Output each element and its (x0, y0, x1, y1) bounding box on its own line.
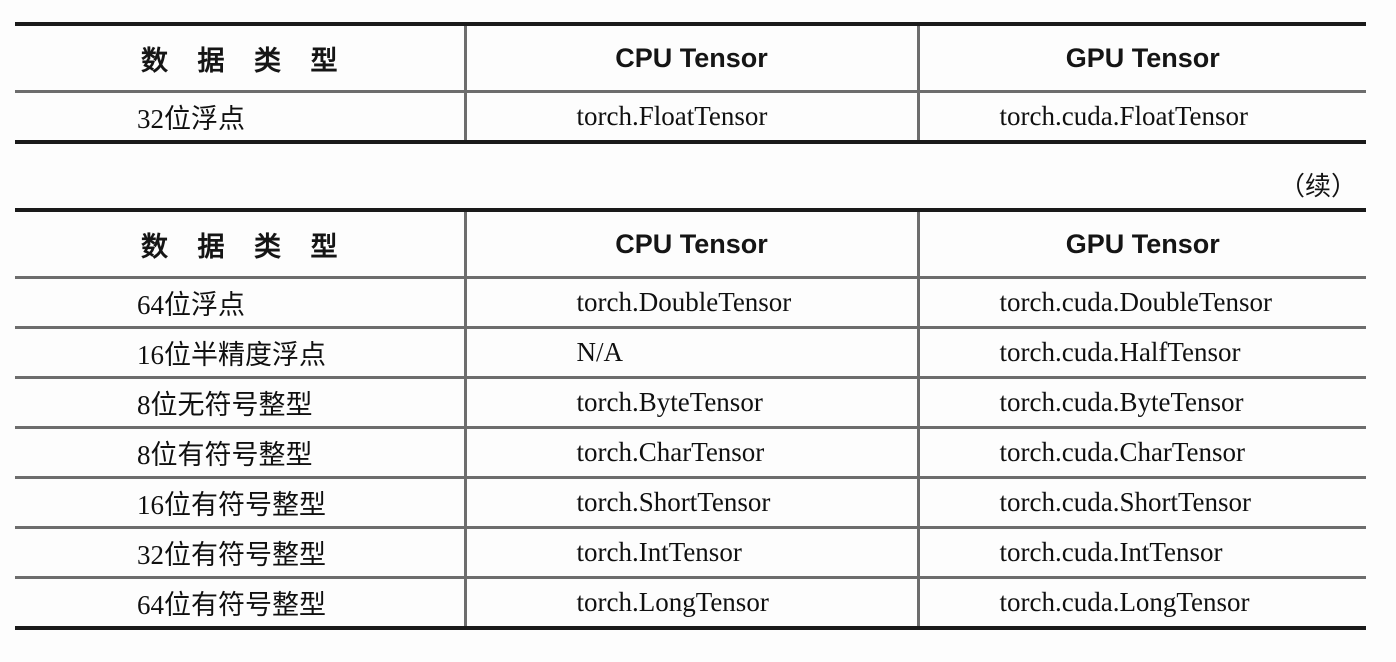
cell-text: N/A (576, 337, 624, 367)
table-body: 32位浮点 torch.FloatTensor torch.cuda.Float… (15, 91, 1366, 143)
data-type-table-continued: 数 据 类 型 CPU Tensor GPU Tensor 64位浮点 torc… (15, 208, 1366, 630)
cell-cpu-tensor: torch.IntTensor (463, 526, 918, 578)
cell-data-type: 32位有符号整型 (15, 526, 465, 578)
cell-text: 32位有符号整型 (137, 540, 326, 570)
cell-text: torch.FloatTensor (576, 101, 768, 131)
table-header: 数 据 类 型 CPU Tensor GPU Tensor (15, 24, 1366, 93)
cell-data-type: 16位半精度浮点 (15, 326, 465, 378)
cell-text: torch.LongTensor (576, 587, 769, 617)
cell-gpu-tensor: torch.cuda.CharTensor (916, 426, 1366, 478)
cell-text: torch.cuda.LongTensor (999, 587, 1250, 617)
cell-cpu-tensor: torch.LongTensor (463, 576, 918, 628)
continued-marker: （续） (1278, 172, 1357, 201)
table-row: 16位半精度浮点 N/A torch.cuda.HalfTensor (15, 326, 1366, 378)
cell-cpu-tensor: torch.CharTensor (463, 426, 918, 478)
column-header-data-type: 数 据 类 型 (15, 24, 465, 93)
cell-data-type: 32位浮点 (15, 92, 465, 143)
column-header-cpu-tensor: CPU Tensor (463, 24, 918, 93)
table-body: 64位浮点 torch.DoubleTensor torch.cuda.Doub… (15, 277, 1366, 628)
cell-text: torch.CharTensor (576, 437, 765, 467)
cell-text: torch.cuda.ByteTensor (999, 387, 1244, 417)
cell-text: torch.cuda.HalfTensor (999, 337, 1241, 367)
table-row: 8位无符号整型 torch.ByteTensor torch.cuda.Byte… (15, 376, 1366, 428)
table-row: 64位有符号整型 torch.LongTensor torch.cuda.Lon… (15, 576, 1366, 628)
table-header: 数 据 类 型 CPU Tensor GPU Tensor (15, 210, 1366, 279)
table-row: 32位有符号整型 torch.IntTensor torch.cuda.IntT… (15, 526, 1366, 578)
cell-text: 16位半精度浮点 (137, 340, 326, 370)
cell-cpu-tensor: torch.DoubleTensor (463, 277, 918, 328)
cell-cpu-tensor: torch.ByteTensor (463, 376, 918, 428)
cell-text: torch.ShortTensor (576, 487, 771, 517)
cell-text: torch.cuda.FloatTensor (999, 101, 1249, 131)
cell-cpu-tensor: torch.FloatTensor (463, 91, 918, 142)
column-header-gpu-tensor: GPU Tensor (916, 210, 1366, 279)
table-header-row: 数 据 类 型 CPU Tensor GPU Tensor (15, 24, 1366, 93)
cell-data-type: 8位有符号整型 (15, 426, 465, 478)
cell-text: torch.cuda.CharTensor (999, 437, 1246, 467)
cell-cpu-tensor: N/A (463, 326, 918, 378)
cell-gpu-tensor: torch.cuda.DoubleTensor (916, 277, 1366, 328)
cell-text: 64位有符号整型 (137, 590, 326, 620)
table: 数 据 类 型 CPU Tensor GPU Tensor 64位浮点 torc… (15, 208, 1366, 630)
cell-text: 16位有符号整型 (137, 490, 326, 520)
cell-gpu-tensor: torch.cuda.LongTensor (916, 576, 1366, 628)
data-type-table-first: 数 据 类 型 CPU Tensor GPU Tensor 32位浮点 torc… (15, 22, 1366, 144)
cell-text: 32位浮点 (137, 104, 245, 134)
column-header-data-type: 数 据 类 型 (15, 210, 465, 279)
cell-text: torch.DoubleTensor (576, 287, 792, 317)
cell-data-type: 64位有符号整型 (15, 576, 465, 628)
cell-data-type: 16位有符号整型 (15, 476, 465, 528)
column-header-gpu-tensor: GPU Tensor (916, 24, 1366, 93)
cell-text: torch.IntTensor (576, 537, 742, 567)
table: 数 据 类 型 CPU Tensor GPU Tensor 32位浮点 torc… (15, 22, 1366, 144)
cell-cpu-tensor: torch.ShortTensor (463, 476, 918, 528)
column-header-cpu-tensor: CPU Tensor (463, 210, 918, 279)
cell-text: torch.cuda.IntTensor (999, 537, 1223, 567)
cell-text: torch.cuda.DoubleTensor (999, 287, 1273, 317)
table-row: 8位有符号整型 torch.CharTensor torch.cuda.Char… (15, 426, 1366, 478)
cell-text: 64位浮点 (137, 290, 245, 320)
cell-text: torch.ByteTensor (576, 387, 763, 417)
cell-gpu-tensor: torch.cuda.ByteTensor (916, 376, 1366, 428)
cell-gpu-tensor: torch.cuda.IntTensor (916, 526, 1366, 578)
cell-text: 8位无符号整型 (137, 390, 313, 420)
cell-gpu-tensor: torch.cuda.HalfTensor (916, 326, 1366, 378)
cell-gpu-tensor: torch.cuda.FloatTensor (916, 91, 1366, 142)
cell-text: 8位有符号整型 (137, 440, 313, 470)
table-row: 16位有符号整型 torch.ShortTensor torch.cuda.Sh… (15, 476, 1366, 528)
cell-gpu-tensor: torch.cuda.ShortTensor (916, 476, 1366, 528)
table-row: 64位浮点 torch.DoubleTensor torch.cuda.Doub… (15, 277, 1366, 328)
cell-data-type: 64位浮点 (15, 278, 465, 328)
cell-data-type: 8位无符号整型 (15, 376, 465, 428)
table-header-row: 数 据 类 型 CPU Tensor GPU Tensor (15, 210, 1366, 279)
cell-text: torch.cuda.ShortTensor (999, 487, 1252, 517)
table-row: 32位浮点 torch.FloatTensor torch.cuda.Float… (15, 91, 1366, 143)
